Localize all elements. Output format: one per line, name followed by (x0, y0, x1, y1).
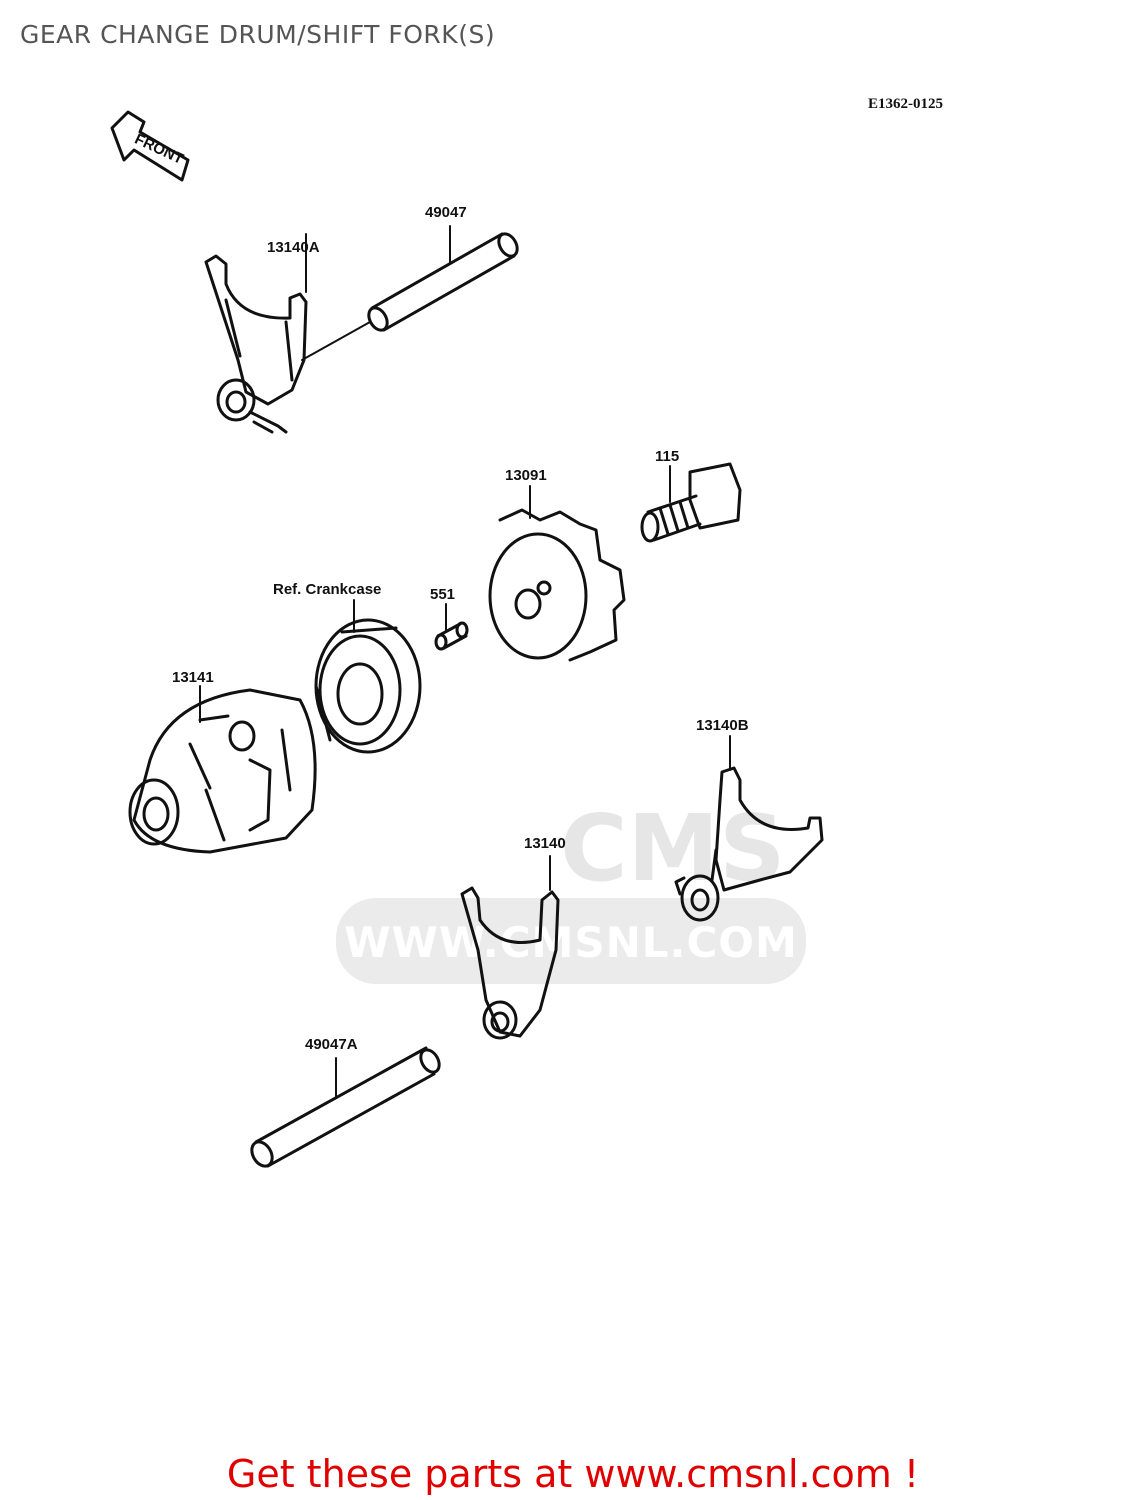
page-title: GEAR CHANGE DRUM/SHIFT FORK(S) (20, 20, 496, 49)
shift-fork-13140b (674, 735, 824, 922)
diagram-code: E1362-0125 (868, 96, 943, 112)
cta-link[interactable]: Get these parts at www.cmsnl.com ! (226, 1452, 920, 1496)
watermark-banner (336, 898, 806, 984)
shift-fork-13140a (204, 233, 308, 434)
label-115: 115 (655, 448, 680, 465)
shift-rod-49047a (250, 1046, 441, 1168)
front-arrow-icon: FRONT (110, 110, 190, 182)
bolt-115 (640, 462, 742, 543)
shift-rod-49047 (301, 225, 519, 361)
bearing-ref-crankcase (314, 599, 422, 754)
label-13140: 13140 (524, 835, 566, 852)
label-13140b: 13140B (696, 717, 749, 734)
label-551: 551 (430, 586, 456, 603)
label-ref-crankcase: Ref. Crankcase (273, 581, 382, 598)
front-arrow-label: FRONT (132, 131, 186, 168)
label-49047: 49047 (425, 204, 467, 221)
pin-551 (434, 603, 469, 651)
watermark-url: WWW.CMSNL.COM (344, 918, 798, 967)
label-13140a: 13140A (267, 239, 320, 256)
drum-segment-13091 (488, 485, 626, 662)
label-13091: 13091 (505, 467, 547, 484)
label-49047a: 49047A (305, 1036, 358, 1053)
shift-drum-13141 (128, 685, 317, 854)
label-13141: 13141 (172, 669, 214, 686)
shift-fork-13140 (460, 855, 560, 1040)
